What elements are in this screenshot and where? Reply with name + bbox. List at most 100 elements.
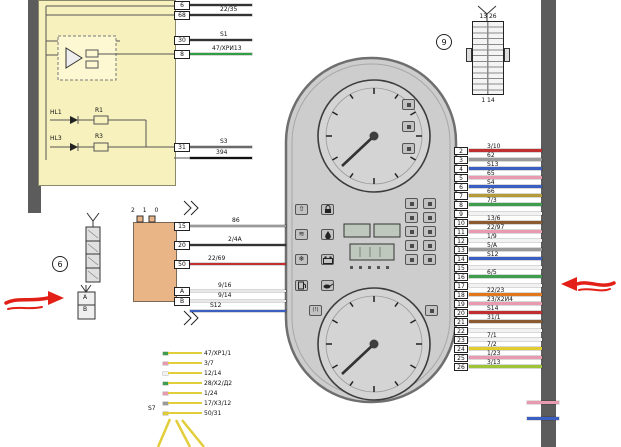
brake-glyph: (!) bbox=[312, 307, 319, 313]
wire-stub-pink bbox=[527, 401, 559, 404]
component-ref: HL1 bbox=[50, 109, 62, 116]
wire-label: S14 bbox=[487, 305, 499, 312]
pin-number: 15 bbox=[174, 221, 190, 231]
wire-label: S12 bbox=[210, 301, 222, 309]
wire-label: 7/2 bbox=[487, 341, 497, 348]
connector-id-badge: 6 bbox=[52, 256, 68, 272]
connector-pin-row: 4 S13 bbox=[454, 162, 542, 173]
wire-label: 1/23 bbox=[487, 350, 501, 357]
wire: 7/3 bbox=[469, 198, 542, 206]
check-engine-icon bbox=[405, 198, 418, 209]
wire-label: 22/97 bbox=[487, 224, 505, 231]
coolant-temp-icon bbox=[405, 226, 418, 237]
odometer-display bbox=[343, 223, 401, 269]
wire-label: 66 bbox=[487, 188, 495, 195]
fork-symbol-icon bbox=[80, 284, 92, 293]
connector-pin-row: 30 S1 bbox=[174, 31, 252, 45]
right-connector: 2 3/10 3 62 4 S13 5 bbox=[454, 144, 542, 371]
pin-number: 24 bbox=[454, 344, 468, 353]
harness-wire-row: 3/7 bbox=[163, 358, 232, 368]
connector-pin-row: 6 S4 bbox=[454, 180, 542, 191]
connector-id-badge: 9 bbox=[436, 34, 452, 50]
wire: 3/10 bbox=[469, 144, 542, 152]
snowflake-icon: ❄ bbox=[295, 254, 308, 265]
pin-number: 19 bbox=[454, 299, 468, 308]
pin-number: A bbox=[174, 286, 190, 296]
wire-label: 3/7 bbox=[204, 359, 214, 367]
up-arrow-glyph: ⇧ bbox=[298, 205, 305, 213]
low-fuel-icon bbox=[423, 226, 436, 237]
harness-wire-row: 17/Х3/12 bbox=[163, 398, 232, 408]
pin-number: 50 bbox=[174, 259, 190, 269]
pin-header-label: 2 1 0 bbox=[131, 207, 162, 214]
connector-pin-range-bottom: 1 14 bbox=[481, 97, 495, 104]
right-harness-bar bbox=[541, 0, 556, 447]
wire-stub-blue bbox=[527, 417, 559, 420]
waves-glyph: ≋ bbox=[298, 230, 305, 238]
pin-number: 14 bbox=[454, 254, 468, 263]
wire-label: 62 bbox=[487, 152, 495, 159]
wire-tip bbox=[163, 381, 168, 385]
wire-label: 47/ХР1/1 bbox=[204, 349, 232, 357]
wire-label: S12 bbox=[487, 251, 499, 258]
pin-number: 25 bbox=[454, 353, 468, 362]
wire-label: 3/10 bbox=[487, 143, 501, 150]
pin-number: 7 bbox=[454, 191, 468, 200]
wire: 6/5 bbox=[469, 270, 542, 278]
door-ajar-icon bbox=[423, 212, 436, 223]
wire: 1/23 bbox=[469, 351, 542, 359]
pin-number: 4 bbox=[454, 164, 468, 173]
wire: 22/69 bbox=[190, 255, 286, 266]
harness-tails bbox=[156, 418, 205, 447]
wire: 86 bbox=[190, 217, 286, 228]
wire: S3 bbox=[190, 138, 252, 149]
wire: 7/2 bbox=[469, 342, 542, 350]
pin-number: 15 bbox=[454, 263, 468, 272]
pin-number: 3 bbox=[454, 155, 468, 164]
wire: 13/6 bbox=[469, 216, 542, 224]
wire-label: 23/Х2И4 bbox=[487, 296, 513, 303]
wire bbox=[469, 284, 542, 287]
wire bbox=[168, 361, 202, 365]
wire: S12 bbox=[190, 302, 286, 313]
wire: 5/A bbox=[469, 243, 542, 251]
pin-number: 8 bbox=[454, 200, 468, 209]
connector-pin-range-top: 13 26 bbox=[479, 13, 497, 20]
wire: 9/14 bbox=[190, 292, 286, 303]
wire bbox=[168, 371, 202, 375]
wire-row: 394 bbox=[190, 149, 252, 163]
pin-number: 16 bbox=[454, 272, 468, 281]
tachometer-gauge bbox=[317, 79, 431, 193]
tachometer-needle bbox=[341, 135, 375, 167]
wire: S4 bbox=[469, 180, 542, 188]
connector-pin-row: A 9/16 bbox=[174, 282, 286, 296]
wire-label: 394 bbox=[216, 148, 228, 156]
wire: 394 bbox=[190, 149, 252, 160]
high-beam-icon bbox=[405, 254, 418, 265]
seatbelt-icon bbox=[425, 305, 438, 316]
wire-label: 7/3 bbox=[487, 197, 497, 204]
connector-pin-row: 15 86 bbox=[174, 217, 286, 231]
wire: S12 bbox=[469, 252, 542, 260]
connector-pin-row: 12 1/9 bbox=[454, 234, 542, 245]
continuation-arrow-icon bbox=[183, 200, 199, 216]
connector-pin-row: 5 65 bbox=[454, 171, 542, 182]
wire bbox=[168, 381, 202, 385]
connector-pin-row: B 9/14 bbox=[174, 292, 286, 306]
wire-label: 22/23 bbox=[487, 287, 505, 294]
annotation-arrow-right bbox=[561, 277, 616, 292]
wire: 31/1 bbox=[469, 315, 542, 323]
wire-tip bbox=[163, 391, 168, 395]
wire bbox=[168, 411, 202, 415]
wire-label: S3 bbox=[220, 137, 228, 145]
pin-number: B bbox=[174, 296, 190, 306]
pin-number: 9 bbox=[454, 209, 468, 218]
wire-tip bbox=[163, 361, 168, 365]
wire-label: 3/13 bbox=[487, 359, 501, 366]
left-harness-bar bbox=[28, 0, 41, 213]
wire-label: 28/Х2/Д2 bbox=[204, 379, 233, 387]
brake-warning-icon: (!) bbox=[309, 305, 322, 316]
connector-block bbox=[133, 222, 177, 302]
wire bbox=[469, 266, 542, 269]
